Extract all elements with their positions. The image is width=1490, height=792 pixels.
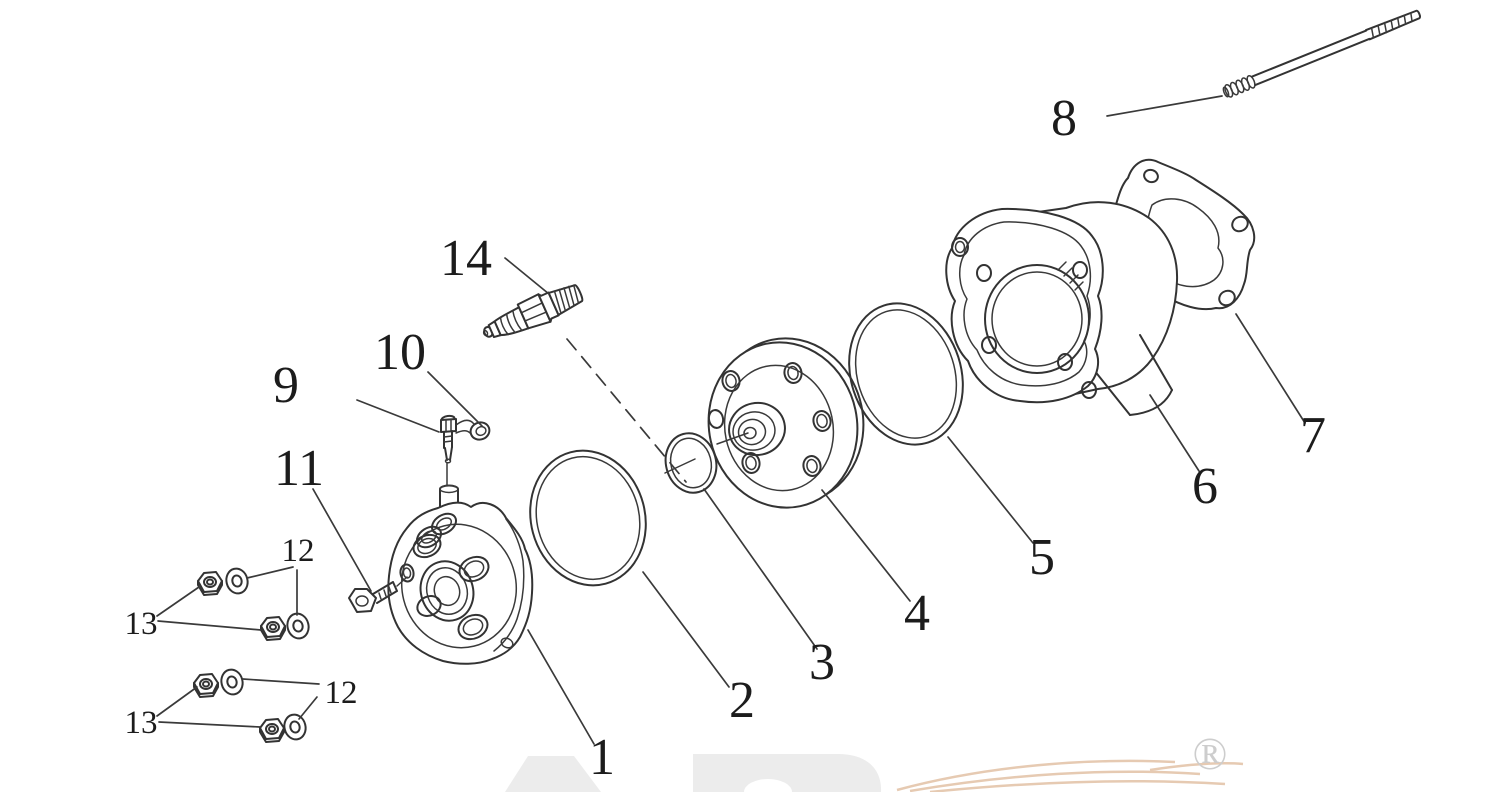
- callout-2: 2: [729, 672, 755, 729]
- callout-6: 6: [1192, 458, 1218, 515]
- callout-1: 1: [589, 729, 615, 786]
- callout-5: 5: [1029, 529, 1055, 586]
- watermark-swoosh: [896, 759, 1244, 792]
- nuts-and-washers-group: [193, 565, 313, 743]
- callout-10: 10: [374, 324, 426, 381]
- sensor-and-clamp-drawing: [440, 414, 491, 488]
- callout-13-upper: 13: [125, 606, 158, 642]
- callout-12-lower: 12: [325, 675, 358, 711]
- callout-13-lower: 13: [125, 705, 158, 741]
- head-cover-drawing: [707, 337, 865, 509]
- callout-3: 3: [809, 634, 835, 691]
- callout-4: 4: [904, 585, 930, 642]
- stud-drawing: [1222, 9, 1421, 98]
- head-o-ring-drawing: [529, 449, 647, 587]
- hex-bolt-drawing: [348, 576, 408, 613]
- spark-plug-drawing: [482, 284, 584, 339]
- cylinder-head-drawing: [387, 484, 534, 665]
- cylinder-o-ring-drawing: [848, 302, 964, 446]
- registered-trademark-icon: ®: [1193, 728, 1228, 779]
- callout-12-upper: 12: [282, 533, 315, 569]
- callout-labels: 1 2 3 4 5 6 7 8 9 10 11 14 12 13 12 13: [125, 90, 1327, 786]
- small-o-ring-drawing: [664, 432, 718, 494]
- callout-7: 7: [1300, 407, 1326, 464]
- callout-11: 11: [274, 440, 324, 497]
- watermark-letters: [505, 754, 882, 792]
- callout-9: 9: [273, 357, 299, 414]
- leader-lines: [156, 95, 1306, 745]
- callout-14: 14: [440, 230, 492, 287]
- cylinder-drawing: [945, 201, 1179, 416]
- callout-8: 8: [1051, 90, 1077, 147]
